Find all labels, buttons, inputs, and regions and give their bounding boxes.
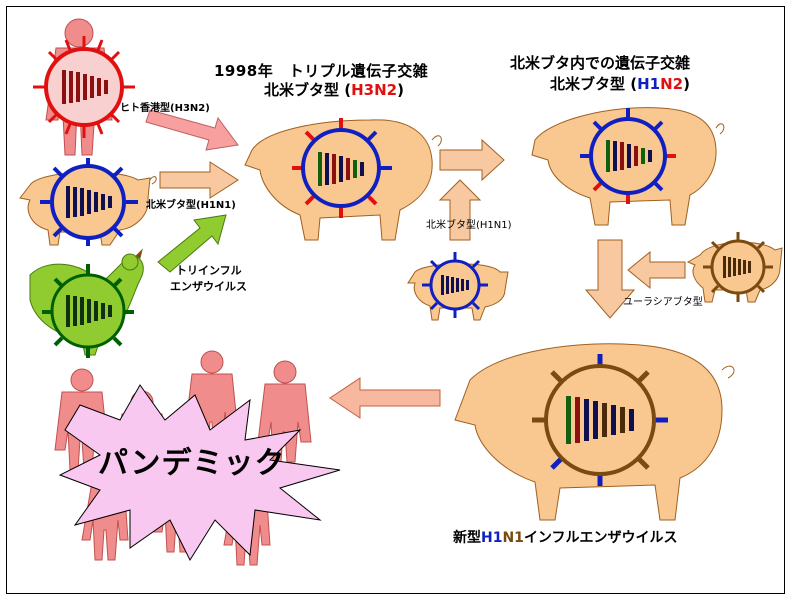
h3n2-virus-human	[33, 36, 135, 138]
triple-reassortment-title: 1998年 トリプル遺伝子交雑	[214, 62, 429, 80]
h1n2-virus	[580, 108, 676, 204]
arrow-small-pig-up	[438, 179, 482, 241]
eurasian-pig-label: ユーラシアブタ型	[623, 297, 703, 308]
arrow-to-pandemic	[329, 377, 441, 419]
arrow-down	[584, 239, 636, 319]
avian-label-line2: エンザウイルス	[170, 280, 247, 293]
new-h1n1-title: 新型H1N1インフルエンザウイルス	[453, 530, 678, 546]
new-h1n1-virus	[532, 354, 668, 486]
arrow-pig-to-pig	[159, 161, 239, 199]
na-pig-left-label: 北米ブタ型(H1N1)	[146, 200, 236, 211]
na-pig-reassortment-title: 北米ブタ内での遺伝子交雑	[510, 54, 691, 72]
pandemic-text: パンデミック	[98, 446, 286, 481]
slide-frame	[6, 6, 785, 594]
avian-virus	[42, 264, 134, 358]
na-pig-reassortment-subtitle: 北米ブタ型 (H1N2)	[550, 75, 690, 93]
triple-virus	[292, 118, 392, 218]
pandemic-burst	[58, 384, 341, 562]
avian-label-line1: トリインフル	[176, 264, 242, 277]
h1n1-virus-center	[422, 252, 488, 318]
triple-reassortment-subtitle: 北米ブタ型 (H3N2)	[264, 81, 404, 99]
human-h3n2-label: ヒト香港型(H3N2)	[120, 103, 210, 114]
h1n1-virus-left	[40, 158, 138, 246]
na-pig-center-label: 北米ブタ型(H1N1)	[426, 220, 512, 231]
arrow-chicken-to-pig	[157, 214, 227, 273]
arrow-eurasian-left	[627, 250, 686, 290]
eurasian-virus	[703, 232, 773, 302]
arrow-center-to-right	[439, 138, 505, 182]
arrow-human-to-pig	[145, 109, 239, 151]
